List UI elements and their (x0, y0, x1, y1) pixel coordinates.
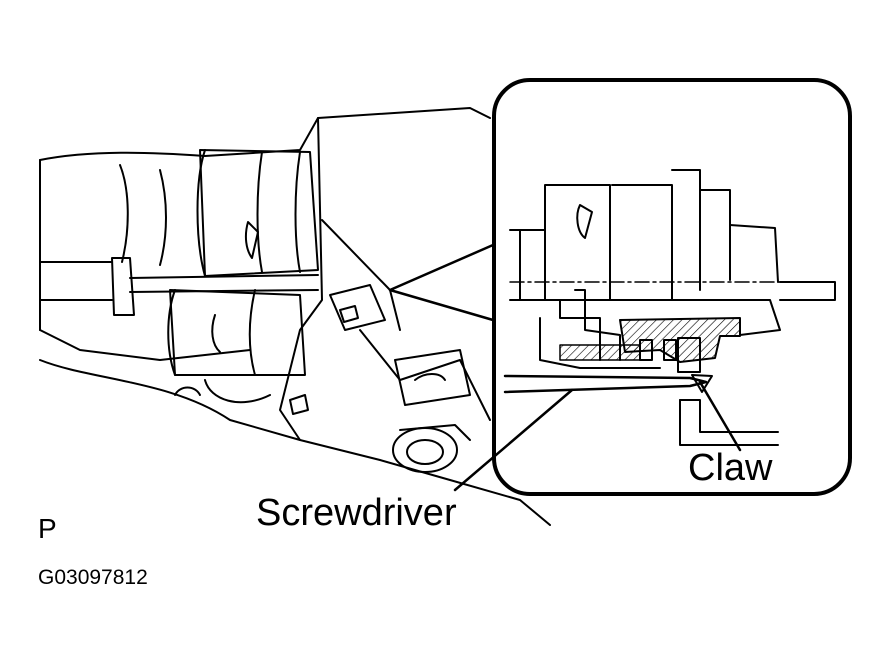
callout-screwdriver: Screwdriver (256, 492, 457, 534)
figure-id: G03097812 (38, 566, 148, 589)
detail-inset (388, 78, 852, 496)
callout-claw: Claw (688, 447, 773, 489)
view-code: P (38, 513, 57, 544)
transmission-assembly (39, 107, 551, 526)
